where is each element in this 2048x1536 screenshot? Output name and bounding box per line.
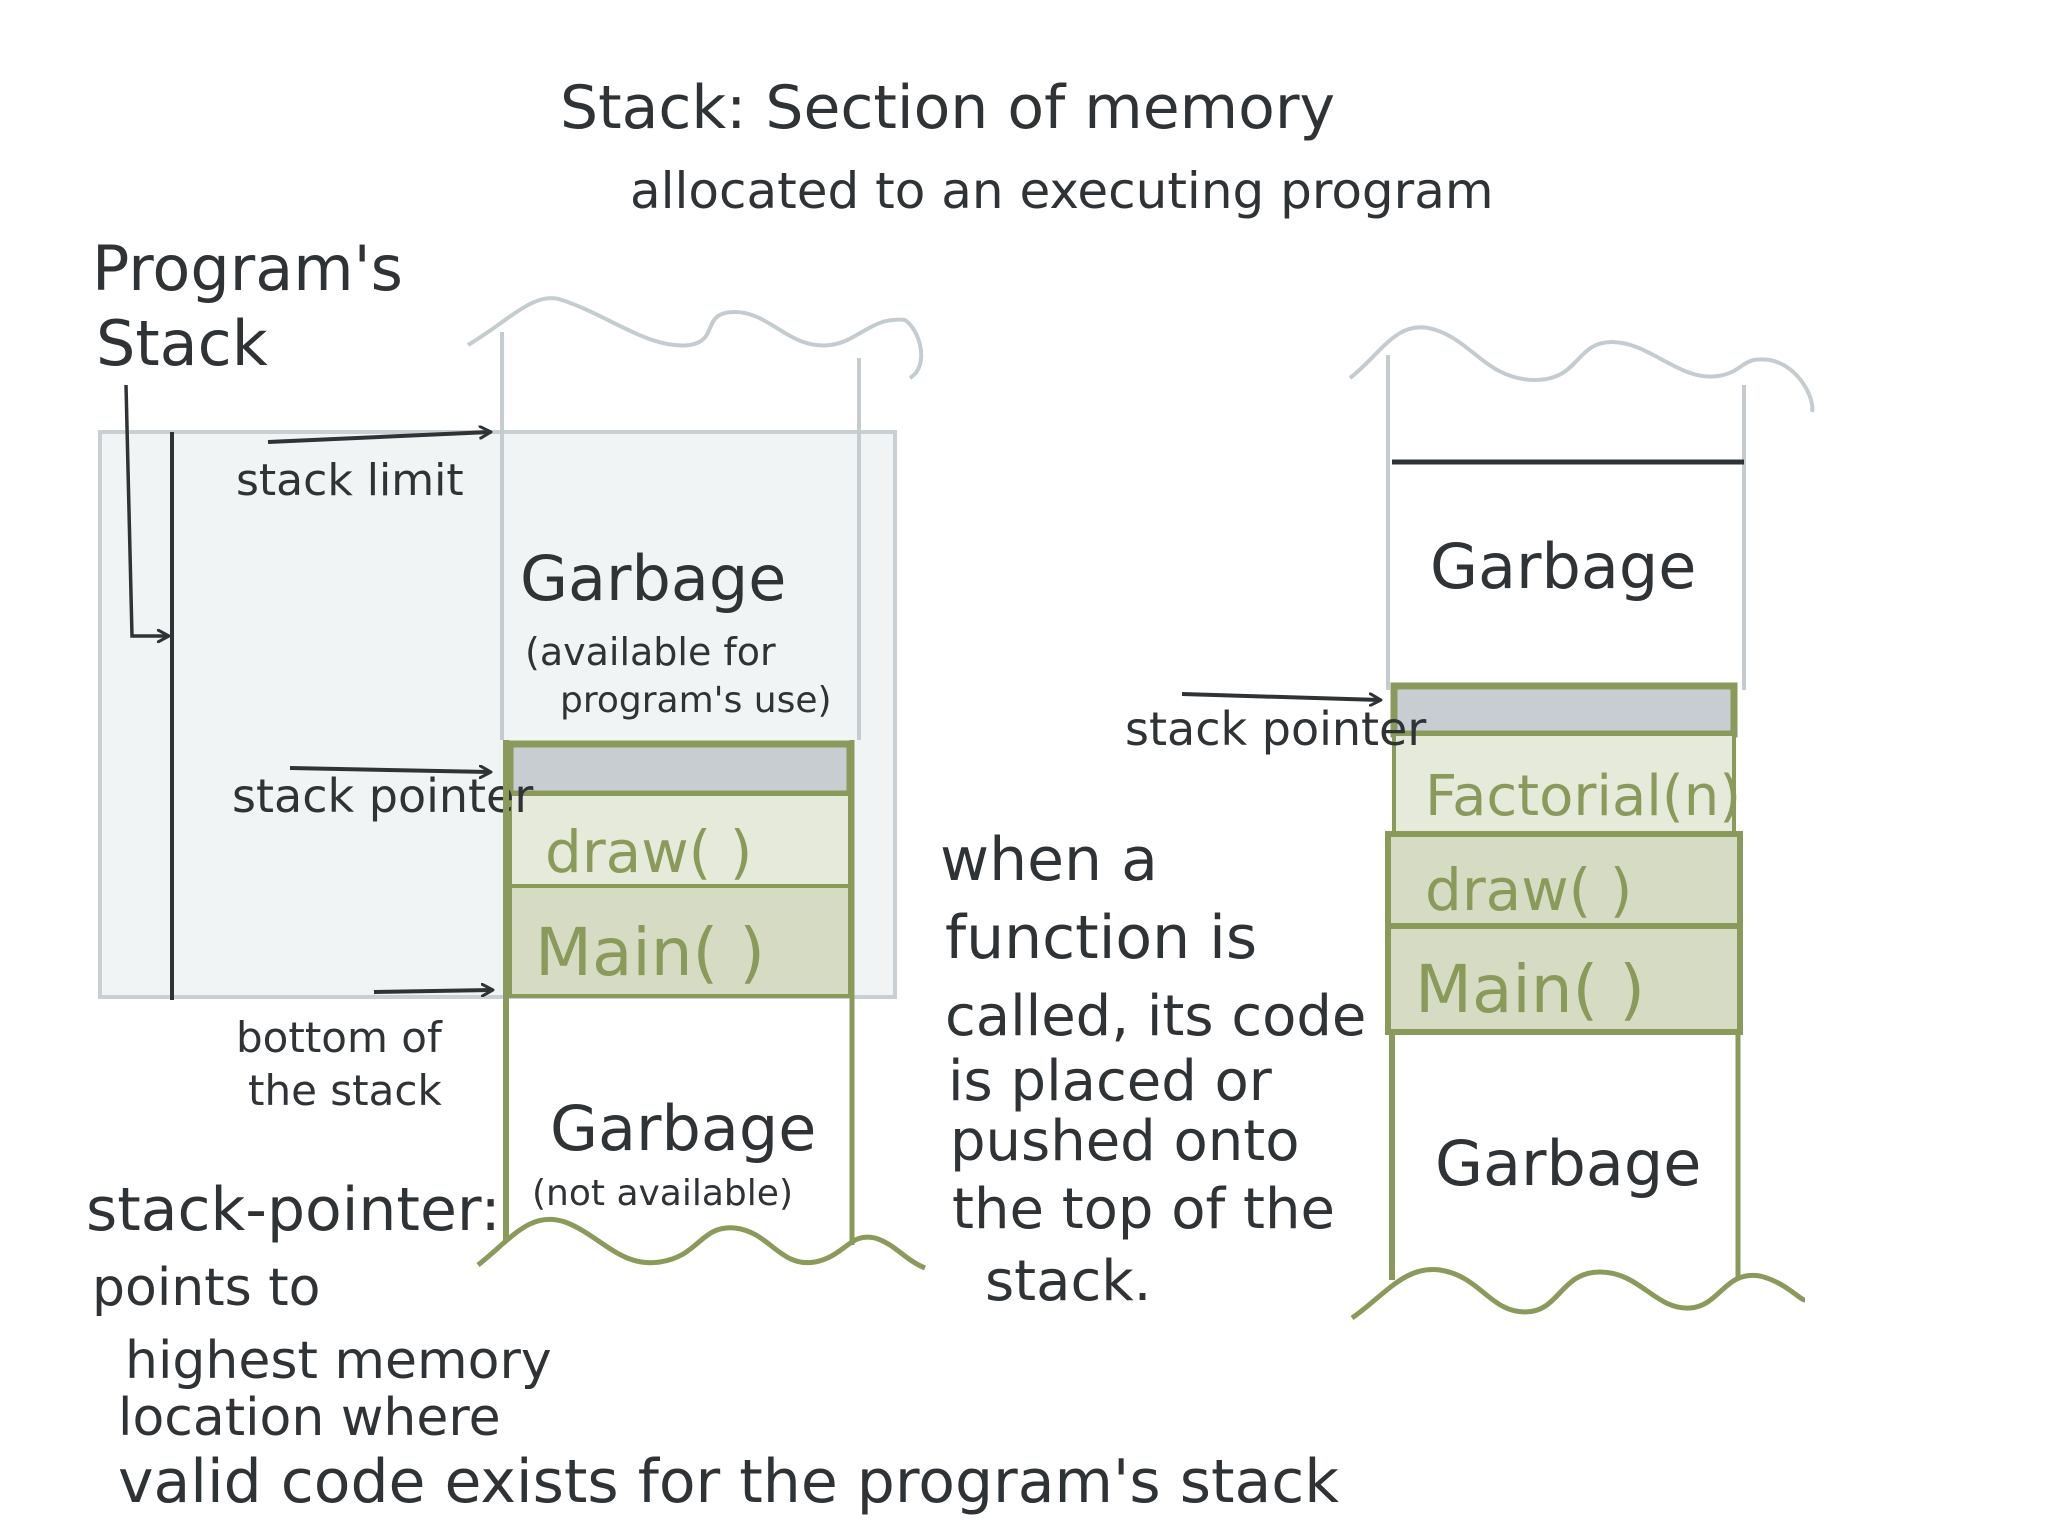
right-column-bottom-break [1350,1266,1806,1321]
note-line-2: function is [945,903,1257,973]
note-line-4: is placed or [948,1049,1273,1114]
definition-line-3: highest memory [125,1331,552,1391]
programs-stack-pointer-line [124,384,168,636]
right-stack-pointer-label: stack pointer [1125,702,1426,756]
left-column-top-break [466,296,924,380]
right-frame-factorial [1392,732,1736,836]
right-frame-draw-label: draw( ) [1425,856,1632,924]
right-frame-factorial-label: Factorial(n) [1425,764,1741,829]
note-line-5: pushed onto [950,1109,1299,1174]
right-pointer-slot [1390,682,1738,738]
left-stack-pointer-label: stack pointer [232,769,533,823]
left-frame-main [508,884,852,998]
right-column-top-break [1348,325,1815,413]
left-frame-draw-label: draw( ) [545,818,752,886]
definition-line-2: points to [92,1258,320,1318]
left-garbage-bottom-label: Garbage [550,1092,816,1165]
bottom-of-stack-label-line-2: the stack [248,1066,442,1115]
programs-stack-label-line-2: Stack [96,307,268,380]
right-garbage-top-label: Garbage [1430,530,1696,603]
note-line-3: called, its code [945,984,1366,1049]
right-garbage-bottom-label: Garbage [1435,1127,1701,1200]
title-line-2: allocated to an executing program [630,162,1494,220]
left-stack-pointer-arrow [289,768,490,772]
left-garbage-top-label: Garbage [520,542,786,615]
stack-limit-label: stack limit [236,455,464,506]
programs-stack-label-line-1: Program's [92,232,403,305]
definition-line-1: stack-pointer: [86,1175,501,1245]
left-pointer-slot [506,740,854,798]
note-line-6: the top of the [952,1177,1335,1242]
left-column-bottom-break [476,1216,927,1271]
left-garbage-top-note-line-2: program's use) [560,680,832,721]
bottom-of-stack-arrow [373,990,492,992]
left-garbage-top-note-line-1: (available for [525,630,776,674]
note-line-1: when a [940,825,1158,895]
note-line-7: stack. [985,1249,1151,1314]
right-stack-pointer-arrow [1181,692,1380,700]
title-line-1: Stack: Section of memory [560,73,1335,143]
bottom-of-stack-label-line-1: bottom of [236,1013,443,1062]
stack-limit-arrow [267,432,490,444]
left-garbage-bottom-note: (not available) [532,1173,793,1214]
right-frame-main [1385,923,1743,1035]
definition-line-4: location where [118,1388,501,1448]
left-frame-main-label: Main( ) [535,914,765,991]
right-frame-main-label: Main( ) [1415,951,1645,1028]
definition-line-5: valid code exists for the program's stac… [118,1447,1339,1517]
